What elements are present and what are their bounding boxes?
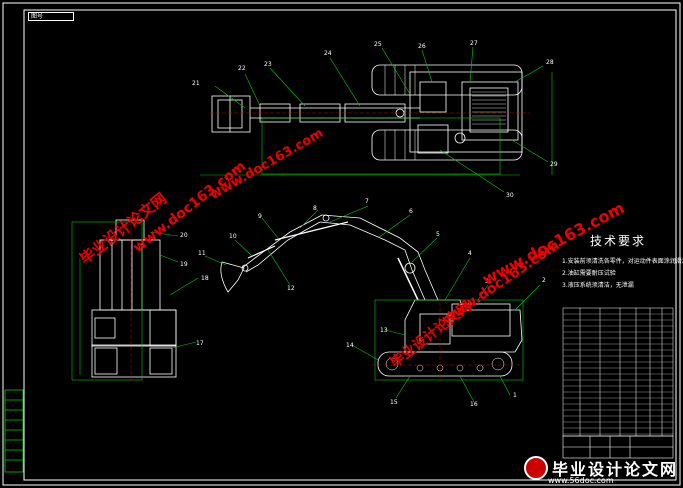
callout-number: 12 (287, 285, 295, 292)
callout-number: 2 (542, 277, 546, 284)
callout-number: 15 (390, 399, 398, 406)
logo-text: 毕业设计论文网 (552, 460, 679, 479)
callout-number: 8 (313, 205, 317, 212)
callout-number: 29 (550, 161, 558, 168)
callout-number: 22 (238, 65, 246, 72)
callout-number: 17 (196, 340, 204, 347)
callout-number: 21 (192, 80, 200, 87)
top-view (211, 64, 523, 161)
callout-number: 3 (485, 278, 489, 285)
callout-number: 24 (324, 50, 332, 57)
callout-number: 25 (374, 41, 382, 48)
tech-note-3: 3.液压系统须清洁，无泄漏 (562, 282, 634, 289)
callout-number: 5 (436, 231, 440, 238)
front-view-leaders (204, 205, 541, 403)
drawing-number-box: 图号 (28, 12, 74, 21)
callout-number: 18 (201, 275, 209, 282)
parts-list-table (562, 307, 674, 437)
callout-number: 27 (470, 40, 478, 47)
callout-number: 20 (180, 232, 188, 239)
title-block (562, 435, 674, 459)
tech-note-1: 1.安装前须清洗各零件，对运动件表面涂润滑油 (562, 258, 683, 265)
tech-requirements-title: 技术要求 (590, 234, 647, 248)
callout-number: 14 (346, 342, 354, 349)
left-margin-table (4, 389, 24, 473)
callout-number: 11 (198, 250, 206, 257)
site-logo[interactable]: 毕业设计论文网 (524, 456, 678, 480)
drawing-number-label: 图号 (31, 13, 44, 20)
top-view-leaders (200, 46, 553, 193)
front-view (220, 214, 523, 377)
callout-number: 13 (380, 327, 388, 334)
front-view-centerline (372, 296, 520, 382)
callout-number: 28 (546, 59, 554, 66)
callout-number: 30 (506, 192, 514, 199)
callout-number: 10 (229, 233, 237, 240)
side-view (91, 219, 177, 378)
logo-icon (524, 456, 548, 480)
callout-number: 1 (513, 392, 517, 399)
callout-number: 19 (180, 261, 188, 268)
parts-list-rows (563, 313, 673, 435)
callout-number: 23 (264, 61, 272, 68)
callout-number: 9 (258, 213, 262, 220)
callout-number: 4 (468, 250, 472, 257)
callout-number: 6 (409, 208, 413, 215)
callout-number: 7 (365, 198, 369, 205)
callout-number: 16 (470, 401, 478, 408)
callout-number: 26 (418, 43, 426, 50)
inner-frame (23, 9, 677, 481)
tech-note-2: 2.油缸需要耐压试验 (562, 270, 616, 277)
side-view-leaders (71, 221, 199, 381)
logo-url[interactable]: www.56doc.com (548, 476, 614, 485)
